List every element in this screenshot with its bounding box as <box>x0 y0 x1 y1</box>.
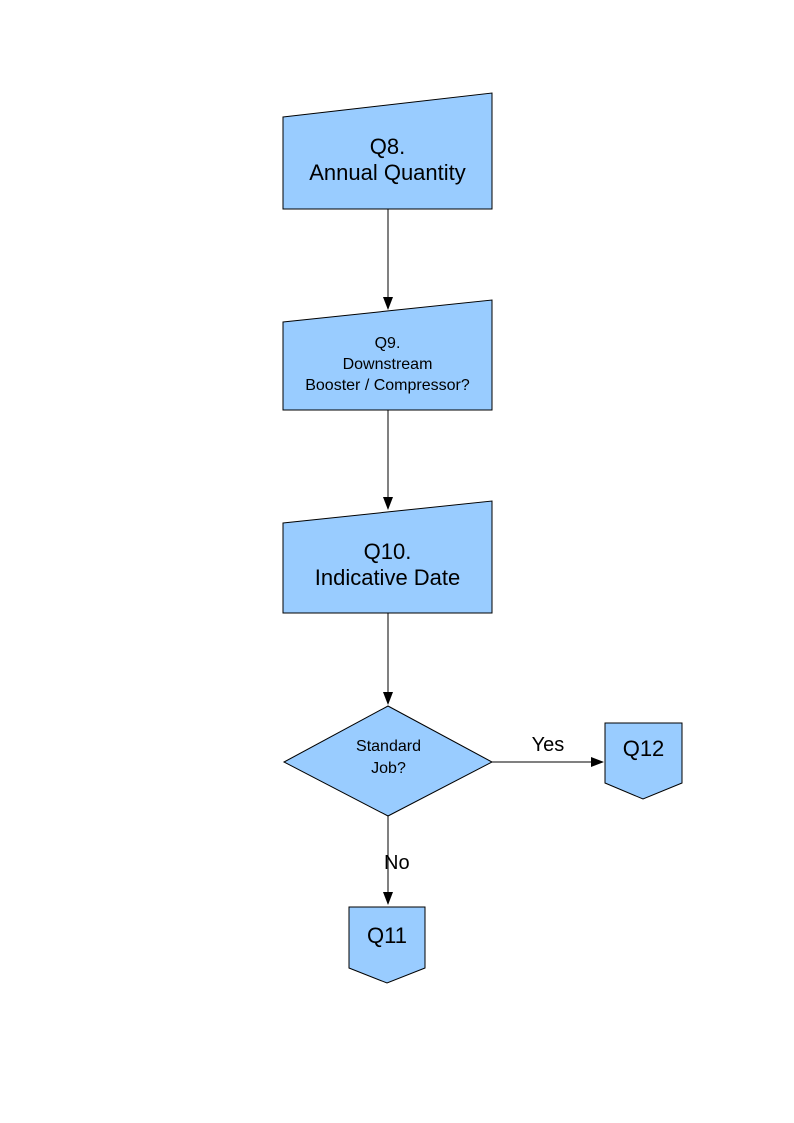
node-q8-line2: Annual Quantity <box>309 160 466 185</box>
node-q8-shape <box>282 92 493 210</box>
node-q9-line3: Booster / Compressor? <box>305 377 470 394</box>
node-q10-line2: Indicative Date <box>314 565 461 590</box>
node-standard-job-line1: Standard <box>356 738 421 755</box>
edge-no-label: No <box>384 852 410 874</box>
node-q9-line2: Downstream <box>342 356 433 373</box>
node-standard-job-line2: Job? <box>371 760 406 777</box>
node-q12-shape <box>604 722 683 800</box>
node-q9-line1: Q9. <box>374 335 401 352</box>
node-standard-job-shape <box>282 705 494 817</box>
node-q8-line1: Q8. <box>369 134 406 159</box>
node-q12-line1: Q12 <box>622 736 665 761</box>
node-q10-label: Q10. Indicative Date <box>283 539 492 591</box>
node-standard-job-label: Standard Job? <box>285 736 492 780</box>
node-q11-line1: Q11 <box>367 923 407 948</box>
node-q9-shape <box>282 299 493 411</box>
node-q12-label: Q12 <box>605 738 682 760</box>
node-q10-line1: Q10. <box>363 539 412 564</box>
node-q11-shape <box>348 906 426 984</box>
edge-yes-label: Yes <box>531 734 565 756</box>
node-q9-label: Q9. Downstream Booster / Compressor? <box>283 333 492 396</box>
node-q10-shape <box>282 500 493 614</box>
node-q11-label: Q11 <box>349 925 425 947</box>
node-q8-label: Q8. Annual Quantity <box>283 134 492 186</box>
